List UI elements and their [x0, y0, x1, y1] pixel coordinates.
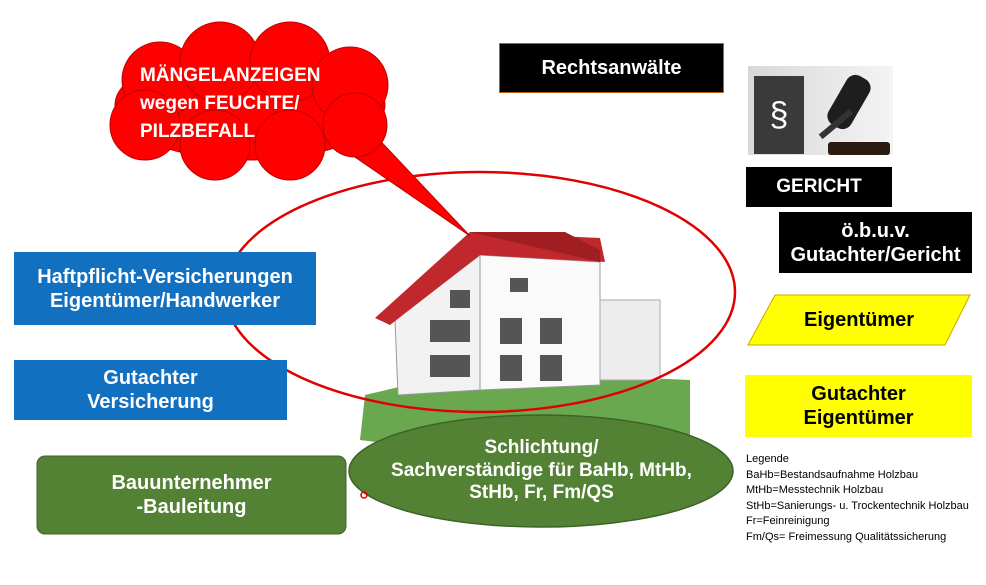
legend-item: MtHb=Messtechnik Holzbau: [746, 484, 884, 496]
schlichtung-line: Schlichtung/: [484, 436, 599, 458]
gutachter-versicherung-box: Gutachter Versicherung: [14, 360, 287, 420]
bauunternehmer-line: -Bauleitung: [136, 496, 247, 518]
rechtsanwaelte-label: Rechtsanwälte: [541, 57, 682, 79]
rechtsanwaelte-box: Rechtsanwälte: [499, 43, 724, 93]
eigentuemer-label: Eigentümer: [803, 309, 915, 331]
legend-item: StHb=Sanierungs- u. Trockentechnik Holzb…: [746, 499, 969, 512]
schlichtung-line: Sachverständige für BaHb, MtHb,: [391, 459, 692, 481]
schlichtung-ellipse: [348, 414, 734, 528]
obuv-line: Gutachter/Gericht: [790, 243, 961, 266]
gutachter-versicherung-line: Gutachter: [103, 367, 198, 389]
schlichtung-text: Schlichtung/ Sachverständige für BaHb, M…: [350, 420, 733, 522]
haftpflicht-line: Haftpflicht-Versicherungen: [37, 265, 293, 288]
obuv-line: ö.b.u.v.: [841, 219, 910, 242]
eigentuemer-label-wrap: Eigentümer: [748, 295, 970, 345]
legend-item: Fm/Qs= Freimessung Qualitätssicherung: [746, 530, 947, 543]
gutachter-eigentuemer-line: Gutachter: [811, 383, 906, 405]
cloud-text: MÄNGELANZEIGEN wegen FEUCHTE/ PILZBEFALL: [140, 62, 380, 146]
legend-item: BaHb=Bestandsaufnahme Holzbau: [746, 468, 919, 481]
legend-item: Fr=Feinreinigung: [746, 515, 830, 527]
gericht-label: GERICHT: [776, 175, 862, 197]
eigentuemer-parallelogram: [747, 294, 971, 346]
gutachter-eigentuemer-line: Eigentümer: [803, 407, 914, 429]
gutachter-versicherung-line: Versicherung: [87, 391, 214, 413]
bauunternehmer-shape: [36, 455, 347, 535]
bauunternehmer-box: Bauunternehmer -Bauleitung: [37, 456, 346, 534]
cloud-line: wegen FEUCHTE/: [140, 93, 300, 114]
pointer-dot: [360, 491, 368, 499]
legend-title: Legende: [746, 453, 789, 465]
bauunternehmer-line: Bauunternehmer: [111, 472, 272, 494]
speech-cloud: [109, 21, 471, 237]
legend: Legende BaHb=Bestandsaufnahme Holzbau Mt…: [746, 452, 969, 545]
haftpflicht-box: Haftpflicht-Versicherungen Eigentümer/Ha…: [14, 252, 316, 325]
law-book-icon: §: [754, 76, 804, 154]
gavel-block: [828, 142, 890, 155]
gutachter-eigentuemer-box: Gutachter Eigentümer: [745, 375, 972, 437]
haftpflicht-line: Eigentümer/Handwerker: [49, 289, 281, 312]
paragraph-symbol: §: [769, 95, 789, 134]
obuv-box: ö.b.u.v. Gutachter/Gericht: [779, 212, 972, 273]
gavel-image: §: [748, 66, 893, 155]
house-illustration: [360, 232, 690, 445]
cloud-line: PILZBEFALL: [140, 121, 256, 142]
cloud-line: MÄNGELANZEIGEN: [140, 65, 321, 86]
schlichtung-line: StHb, Fr, Fm/QS: [469, 482, 614, 504]
gericht-box: GERICHT: [746, 167, 892, 207]
